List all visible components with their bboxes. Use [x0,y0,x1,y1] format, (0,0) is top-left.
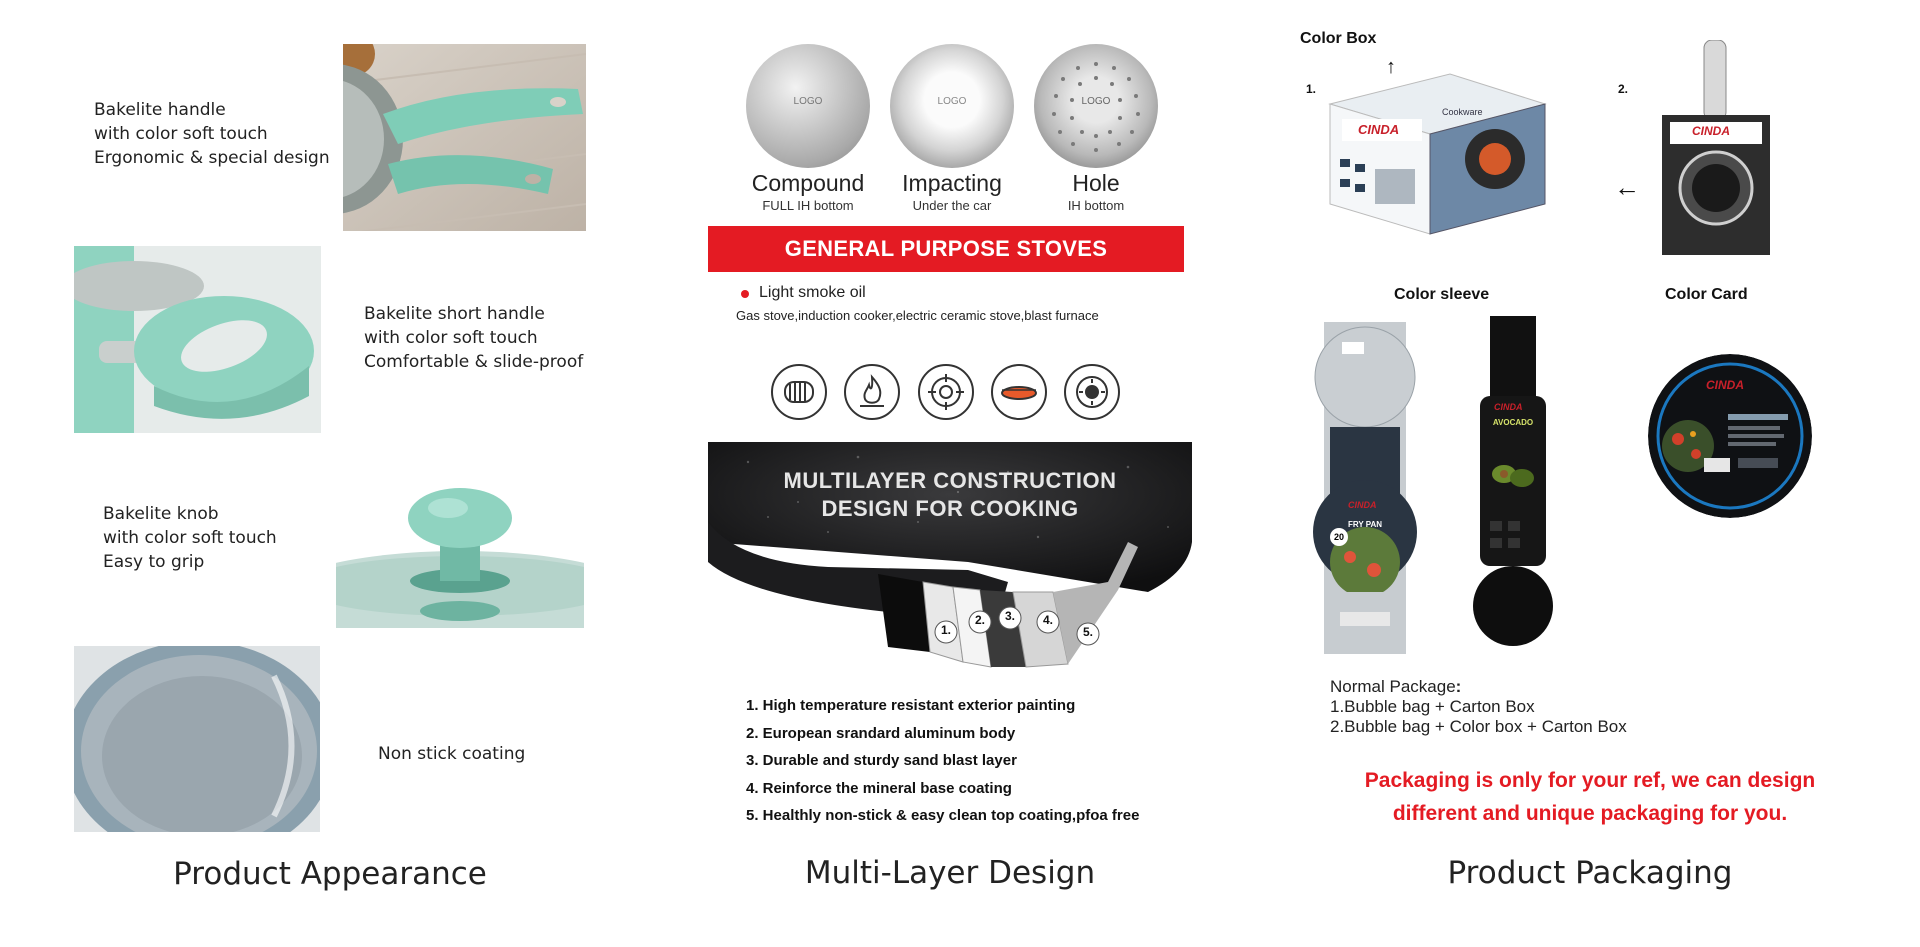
list-item: 1. High temperature resistant exterior p… [746,697,1076,714]
list-item: 3. Durable and sturdy sand blast layer [746,752,1017,769]
compound-bottom-disc: LOGO [746,44,870,168]
multilayer-construction-graphic: MULTILAYER CONSTRUCTION DESIGN FOR COOKI… [708,442,1192,682]
bottom-name-hole: Hole [1072,170,1120,196]
bullet-dot-icon [741,290,749,298]
bottom-sub-hole: IH bottom [1067,198,1125,213]
layer-number-3: 3. [1004,609,1015,623]
section-title-multilayer: Multi-Layer Design [804,855,1096,891]
sleeve-brand-logo: CINDA [1348,500,1377,510]
bottom-sub-compound: FULL IH bottom [762,198,854,213]
knob-photo [336,456,584,628]
box-subtitle: Cookware [1442,107,1483,117]
hole-bottom-disc: LOGO [1034,44,1158,168]
color-sleeve-dark: CINDA AVOCADO [1472,316,1554,656]
color-card-image: CINDA [1648,354,1812,518]
handle-photo [343,44,586,231]
list-item: 2.Bubble bag + Color box + Carton Box [1330,717,1627,736]
avocado-tag: AVOCADO [1492,418,1534,427]
box-brand-logo: CINDA [1358,122,1400,137]
left-arrow-icon: ← [1614,172,1640,202]
list-item: 4. Reinforce the mineral base coating [746,779,1012,797]
construction-title-1: MULTILAYER CONSTRUCTION [783,468,1117,493]
stove-types-text: Gas stove,induction cooker,electric cera… [736,308,1099,323]
section-title-packaging: Product Packaging [1447,855,1733,891]
layer-number-1: 1. [940,623,951,637]
card-brand-logo: CINDA [1706,378,1744,392]
color-box-image: CINDA Cookware [1320,64,1550,236]
smoke-oil-text: Light smoke oil [759,284,866,301]
color-box-label: Color Box [1300,30,1377,47]
impacting-bottom-disc: LOGO [890,44,1014,168]
feature-label-1: Bakelite handle with color soft touch Er… [94,100,330,168]
stoves-banner: GENERAL PURPOSE STOVES [708,226,1184,272]
step-2-label: 2. [1618,82,1629,96]
feature-label-4: Non stick coating [378,744,526,764]
induction-coil-icon [771,364,827,420]
hot-plate-icon [1064,364,1120,420]
list-item: 1.Bubble bag + Carton Box [1330,697,1535,716]
flame-icon [844,364,900,420]
bottom-name-compound: Compound [751,170,865,196]
package-note-colon: : [1455,677,1462,696]
list-item: 5. Healthly non-stick & easy clean top c… [746,807,1140,824]
coating-photo [74,646,320,832]
normal-package-note: Normal Package: 1.Bubble bag + Carton Bo… [1330,677,1627,737]
color-sleeve-light: CINDA FRY PAN 20 [1312,322,1418,654]
package-note-title: Normal Package [1330,677,1456,696]
size-tag: 20 [1330,528,1348,546]
layer-number-5: 5. [1082,625,1093,639]
package-brand-logo: CINDA [1692,124,1730,138]
color-card-label: Color Card [1665,286,1748,303]
section-title-appearance: Product Appearance [173,856,487,892]
bottom-sub-impacting: Under the car [912,198,992,213]
layer-description-list: 1. High temperature resistant exterior p… [746,692,1139,830]
short-handle-photo [74,246,321,433]
gas-burner-icon [918,364,974,420]
layer-number-2: 2. [974,613,985,627]
feature-label-2: Bakelite short handle with color soft to… [364,304,584,372]
feature-label-3: Bakelite knob with color soft touch Easy… [103,504,277,572]
step-1-label: 1. [1306,82,1317,96]
fry-pan-tag: FRY PAN [1348,520,1383,529]
ceramic-plate-icon [991,364,1047,420]
dark-sleeve-brand-logo: CINDA [1494,402,1523,412]
list-item: 2. European srandard aluminum body [746,724,1016,742]
layer-number-4: 4. [1042,613,1053,627]
pan-package-image: CINDA [1662,40,1770,255]
packaging-disclaimer: Packaging is only for your ref, we can d… [1364,769,1816,825]
construction-title-2: DESIGN FOR COOKING [821,496,1079,521]
bottom-name-impacting: Impacting [902,170,1002,196]
color-sleeve-label: Color sleeve [1394,286,1490,303]
up-arrow-icon: ↑ [1386,56,1396,78]
